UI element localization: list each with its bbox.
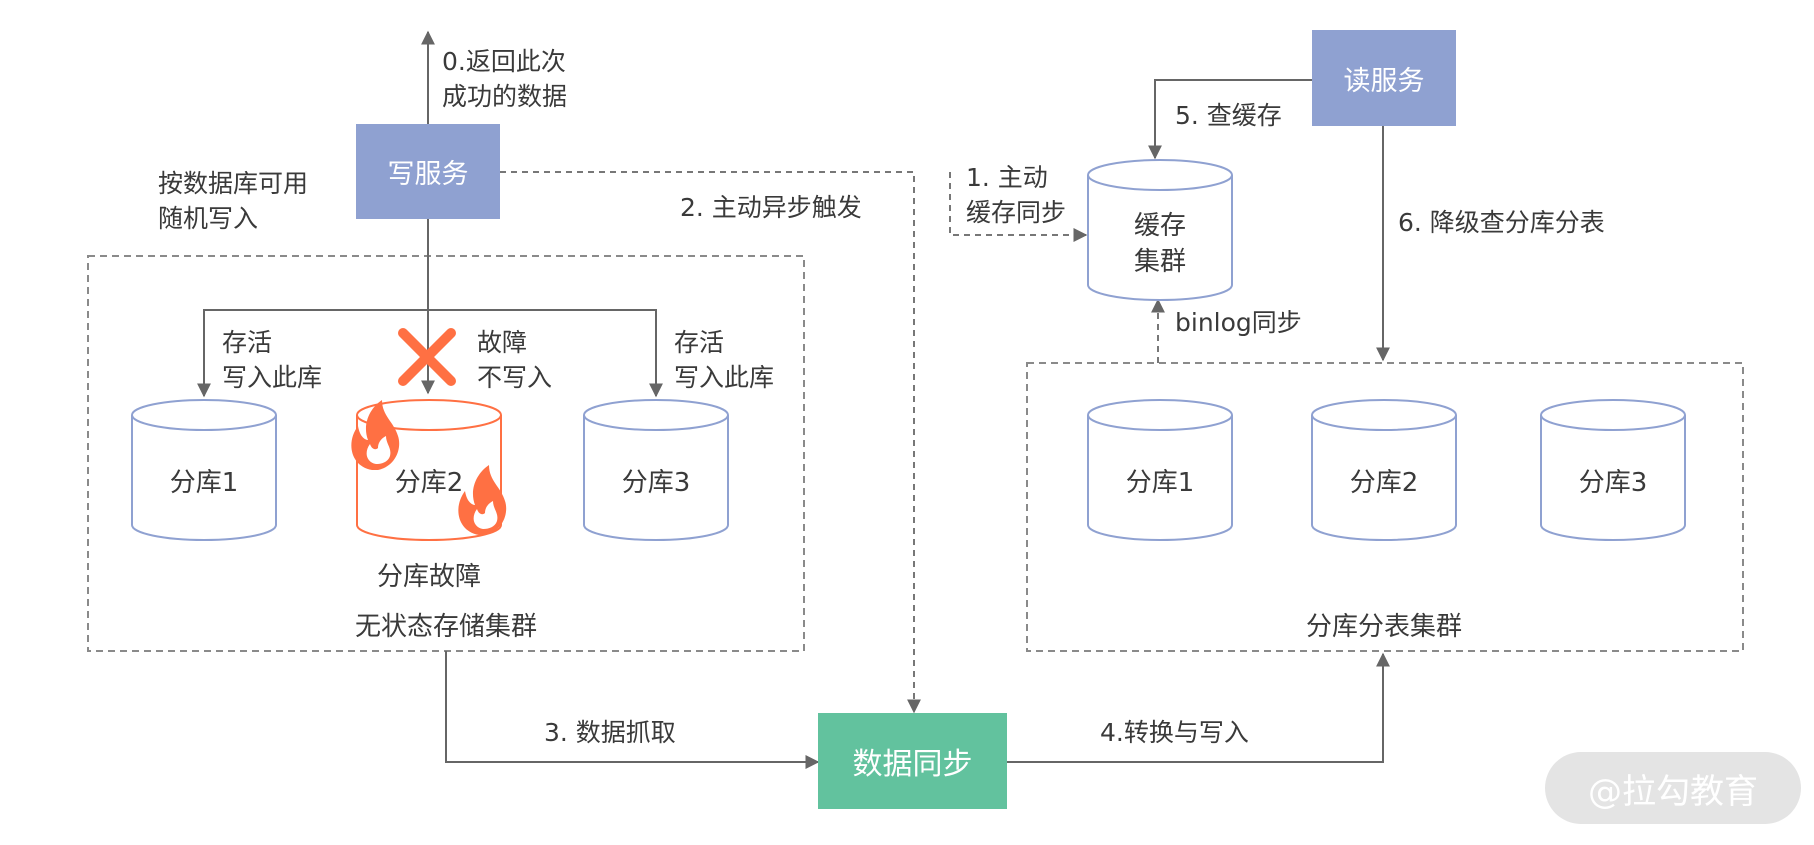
flame-icon <box>458 465 507 535</box>
fault-x-icon <box>398 328 456 386</box>
alive-left-label: 存活 写入此库 <box>222 328 323 392</box>
left-db2-label: 分库2 <box>394 468 464 498</box>
data-fetch-line <box>445 651 820 769</box>
flame-icon <box>351 400 400 470</box>
read-service-label: 读服务 <box>1343 65 1425 97</box>
step0-label: 0.返回此次 成功的数据 <box>442 47 568 111</box>
write-policy-label: 按数据库可用 随机写入 <box>158 169 309 233</box>
data-sync-label: 数据同步 <box>852 747 973 782</box>
left-db1-cylinder <box>131 399 277 541</box>
stateless-cluster-title: 无状态存储集群 <box>354 612 537 642</box>
cache-cluster-cylinder <box>1087 159 1233 301</box>
right-db1-cylinder <box>1087 399 1233 541</box>
right-db3-cylinder <box>1540 399 1686 541</box>
right-db3-label: 分库3 <box>1578 468 1648 498</box>
write-service-box <box>356 124 500 219</box>
cache-cluster-label: 缓存 集群 <box>1133 211 1186 277</box>
right-db2-cylinder <box>1311 399 1457 541</box>
sharded-cluster-border <box>1026 362 1744 652</box>
data-sync-box <box>818 713 1007 809</box>
write-branch-line <box>203 309 657 393</box>
right-db1-label: 分库1 <box>1125 468 1195 498</box>
step1-label: 1. 主动 缓存同步 <box>966 163 1067 227</box>
step3-label: 3. 数据抓取 <box>544 718 676 747</box>
fault-note-label: 故障 不写入 <box>477 328 553 392</box>
fault-caption: 分库故障 <box>376 562 481 592</box>
binlog-sync-label: binlog同步 <box>1175 308 1302 337</box>
read-service-box <box>1312 30 1456 126</box>
left-db3-label: 分库3 <box>621 468 691 498</box>
sharded-cluster-title: 分库分表集群 <box>1305 612 1462 642</box>
step5-label: 5. 查缓存 <box>1175 101 1282 130</box>
query-cache-line <box>1148 79 1312 160</box>
async-trigger-line <box>500 171 921 714</box>
watermark-badge: @拉勾教育 <box>1545 752 1801 824</box>
step2-label: 2. 主动异步触发 <box>680 193 862 222</box>
left-db3-cylinder <box>583 399 729 541</box>
step4-label: 4.转换与写入 <box>1100 718 1249 747</box>
write-service-label: 写服务 <box>387 159 469 190</box>
convert-write-line <box>1007 652 1390 763</box>
step6-label: 6. 降级查分库分表 <box>1398 208 1605 237</box>
right-db2-label: 分库2 <box>1349 468 1419 498</box>
left-db1-label: 分库1 <box>169 468 239 498</box>
alive-right-label: 存活 写入此库 <box>674 328 775 392</box>
